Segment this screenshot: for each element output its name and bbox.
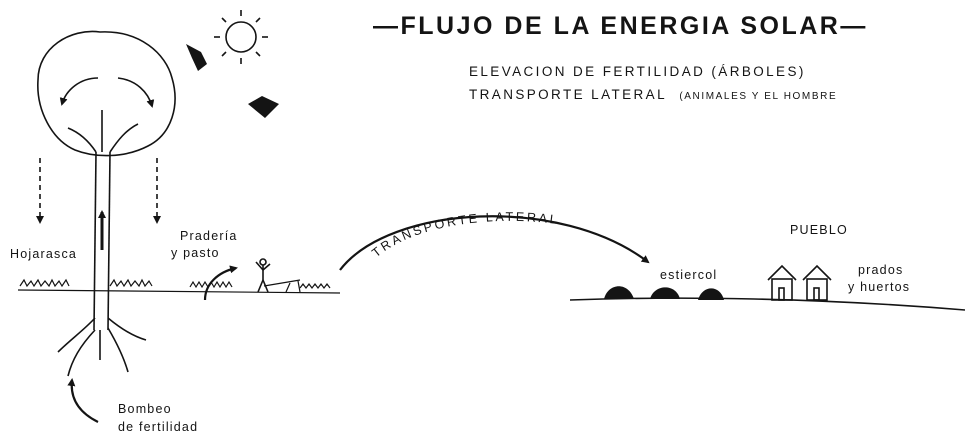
leaf-litter-arrows: [36, 158, 161, 224]
grass-ground: [17, 278, 341, 294]
label-hojarasca: Hojarasca: [10, 247, 78, 261]
label-bombeo-2: de fertilidad: [118, 420, 199, 434]
label-estiercol: estiercol: [660, 268, 718, 282]
label-pueblo: PUEBLO: [790, 223, 848, 237]
sun-ray-arrow-icon: [186, 44, 279, 118]
subtitle-line-1: ELEVACION DE FERTILIDAD (ÁRBOLES): [469, 64, 806, 79]
village-ground: [569, 297, 965, 311]
dung-heap-icon: [604, 286, 724, 300]
label-praderia-2: y pasto: [171, 246, 220, 260]
transport-arc: [339, 215, 650, 271]
diagram-title: —FLUJO DE LA ENERGIA SOLAR—: [373, 12, 868, 40]
bombeo-arrow: [67, 378, 99, 423]
sun-icon: [214, 10, 268, 64]
subtitle-line-2-main: TRANSPORTE LATERAL: [469, 87, 667, 102]
person-icon: [255, 258, 271, 293]
label-prados-2: y huertos: [848, 280, 911, 294]
label-praderia-1: Pradería: [180, 229, 238, 243]
label-prados-1: prados: [858, 263, 904, 277]
subtitle-line-2-paren: (ANIMALES Y EL HOMBRE: [679, 91, 838, 102]
house-icon: [767, 264, 832, 301]
praderia-arrow: [203, 265, 238, 301]
subtitle-line-2: TRANSPORTE LATERAL (ANIMALES Y EL HOMBRE: [469, 87, 837, 102]
label-bombeo-1: Bombeo: [118, 402, 172, 416]
tree-icon: [37, 30, 176, 377]
